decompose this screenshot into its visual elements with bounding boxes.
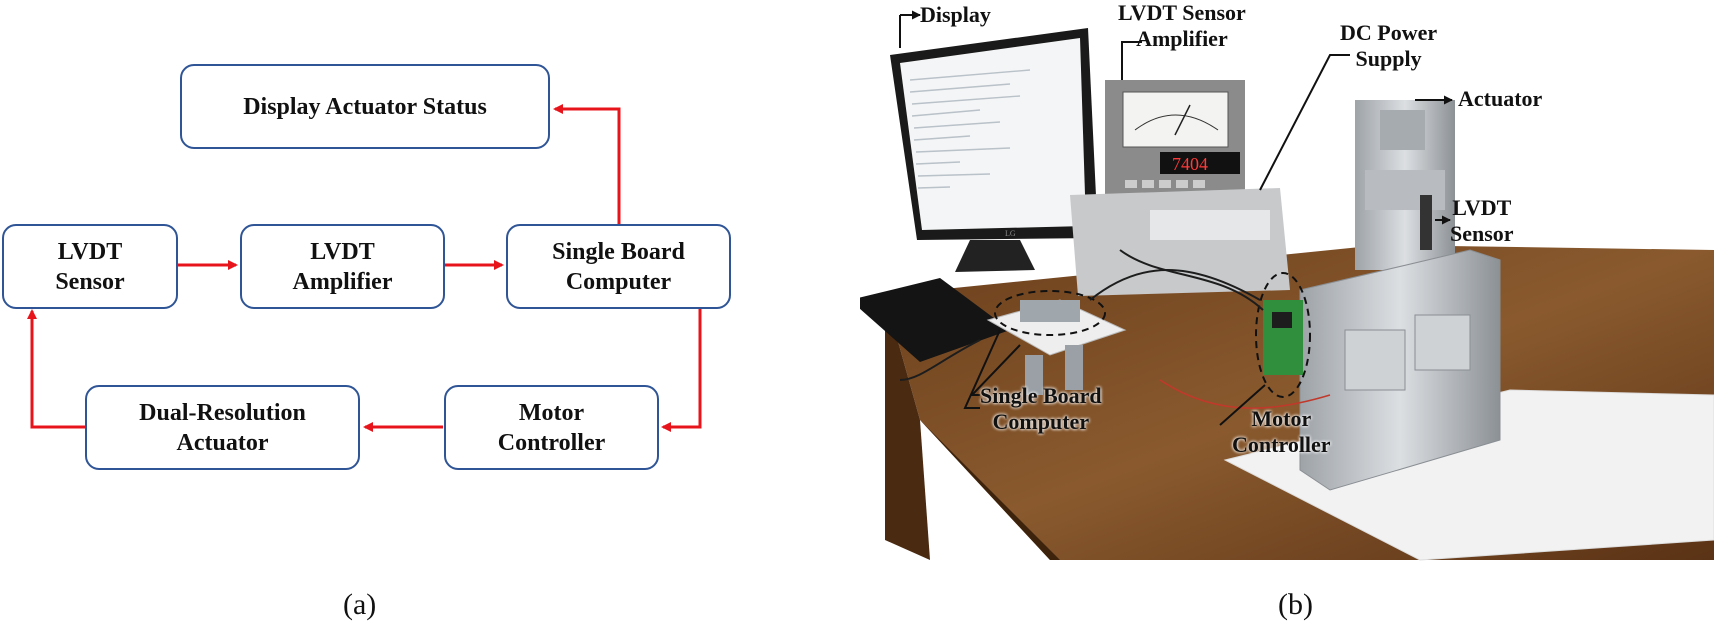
arrow-layer xyxy=(27,104,702,432)
digital-display xyxy=(1160,152,1240,174)
setup-photo-panel: LG 7404 xyxy=(860,0,1714,630)
display-status-box: Display Actuator Status xyxy=(180,64,550,149)
dual-resolution-actuator-box: Dual-Resolution Actuator xyxy=(85,385,360,470)
arrow-computer-to-display xyxy=(553,104,621,224)
desk-edge xyxy=(885,295,930,560)
meter-reading: 7404 xyxy=(1172,154,1208,174)
monitor-screen xyxy=(900,38,1086,230)
pointer-motor-controller xyxy=(1219,384,1266,426)
lvdt-amplifier-box: LVDT Amplifier xyxy=(240,224,445,309)
arrow-actuator-to-sensor xyxy=(27,309,85,429)
monitor-brand: LG xyxy=(1005,229,1016,238)
label-display: Display xyxy=(920,2,991,27)
caption-b: (b) xyxy=(1278,588,1313,621)
pointer-dc-power xyxy=(1259,54,1350,191)
single-board-computer-box: Single Board Computer xyxy=(506,224,731,309)
pointer-lvdt-amp xyxy=(1121,41,1142,80)
sbc-highlight xyxy=(994,290,1106,336)
pointer-sbc-2 xyxy=(963,329,1001,409)
label-dc-power-supply: DC Power Supply xyxy=(1340,20,1438,72)
block-diagram-panel: Display Actuator Status LVDT Sensor LVDT… xyxy=(0,0,740,630)
monitor-stand xyxy=(955,240,1035,272)
arrow-computer-to-controller xyxy=(661,309,702,432)
label-motor-controller: Motor Controller xyxy=(1232,406,1331,458)
lvdt-sensor-box: LVDT Sensor xyxy=(2,224,178,309)
caption-a: (a) xyxy=(343,588,377,621)
motor-controller-board xyxy=(1263,300,1303,375)
label-lvdt-sensor-amplifier: LVDT Sensor Amplifier xyxy=(1118,0,1246,52)
dc-power-supply xyxy=(1070,188,1290,296)
controller-highlight xyxy=(1255,272,1311,398)
single-board-computer xyxy=(1020,300,1080,322)
pointer-sbc-1 xyxy=(969,344,1021,396)
label-single-board-computer: Single Board Computer xyxy=(980,383,1102,435)
lvdt-sensor-body xyxy=(1420,195,1432,250)
label-lvdt-sensor: LVDT Sensor xyxy=(1450,195,1514,247)
analog-meter xyxy=(1122,91,1229,148)
keyboard xyxy=(860,278,1010,362)
label-actuator: Actuator xyxy=(1458,86,1543,111)
motor-controller-box: Motor Controller xyxy=(444,385,659,470)
setup-illustration: LG 7404 xyxy=(860,10,1714,561)
